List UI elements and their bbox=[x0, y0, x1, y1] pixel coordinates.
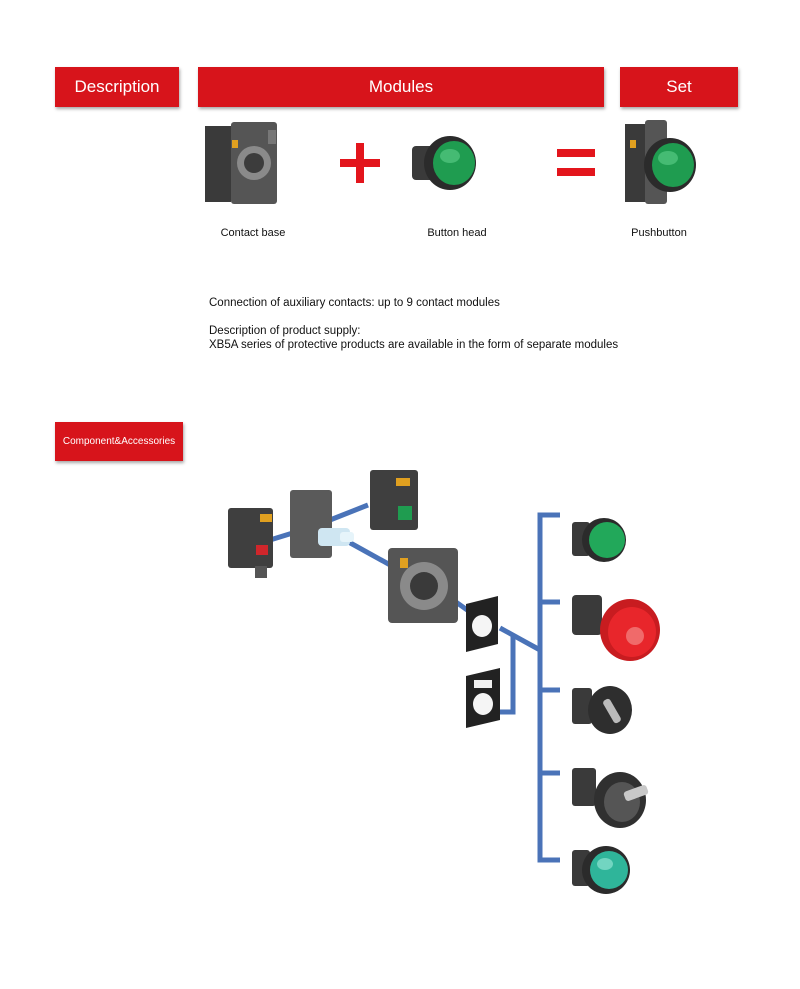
description-banner: Description bbox=[55, 67, 179, 107]
pushbutton-image bbox=[625, 120, 696, 204]
components-label: Component&Accessories bbox=[62, 436, 176, 447]
contact-block-left bbox=[228, 508, 273, 578]
product-supply-text: XB5A series of protective products are a… bbox=[209, 339, 619, 351]
contact-block-top bbox=[370, 470, 418, 530]
contact-base-image bbox=[205, 122, 277, 204]
green-pushbutton-head bbox=[572, 518, 626, 562]
contact-base-caption: Contact base bbox=[220, 227, 286, 239]
legend-plate-label bbox=[466, 668, 500, 728]
set-label: Set bbox=[666, 77, 692, 96]
mounting-collar bbox=[388, 548, 458, 623]
light-module bbox=[290, 490, 354, 558]
illuminated-pushbutton-head bbox=[572, 846, 630, 894]
legend-plate-round bbox=[466, 596, 498, 652]
equals-sign bbox=[557, 149, 595, 176]
emergency-stop-head bbox=[572, 595, 660, 661]
components-banner: Component&Accessories bbox=[55, 422, 183, 461]
modules-label: Modules bbox=[368, 77, 434, 96]
product-supply-heading: Description of product supply: bbox=[209, 325, 361, 337]
key-switch-head bbox=[572, 768, 649, 828]
pushbutton-caption: Pushbutton bbox=[631, 227, 687, 239]
plus-sign bbox=[340, 143, 380, 183]
button-head-caption: Button head bbox=[427, 227, 487, 239]
modules-banner: Modules bbox=[198, 67, 604, 107]
selector-switch-head bbox=[572, 686, 632, 734]
button-head-image bbox=[412, 136, 476, 190]
description-label: Description bbox=[74, 77, 160, 96]
set-banner: Set bbox=[620, 67, 738, 107]
auxiliary-contacts-text: Connection of auxiliary contacts: up to … bbox=[209, 297, 500, 309]
